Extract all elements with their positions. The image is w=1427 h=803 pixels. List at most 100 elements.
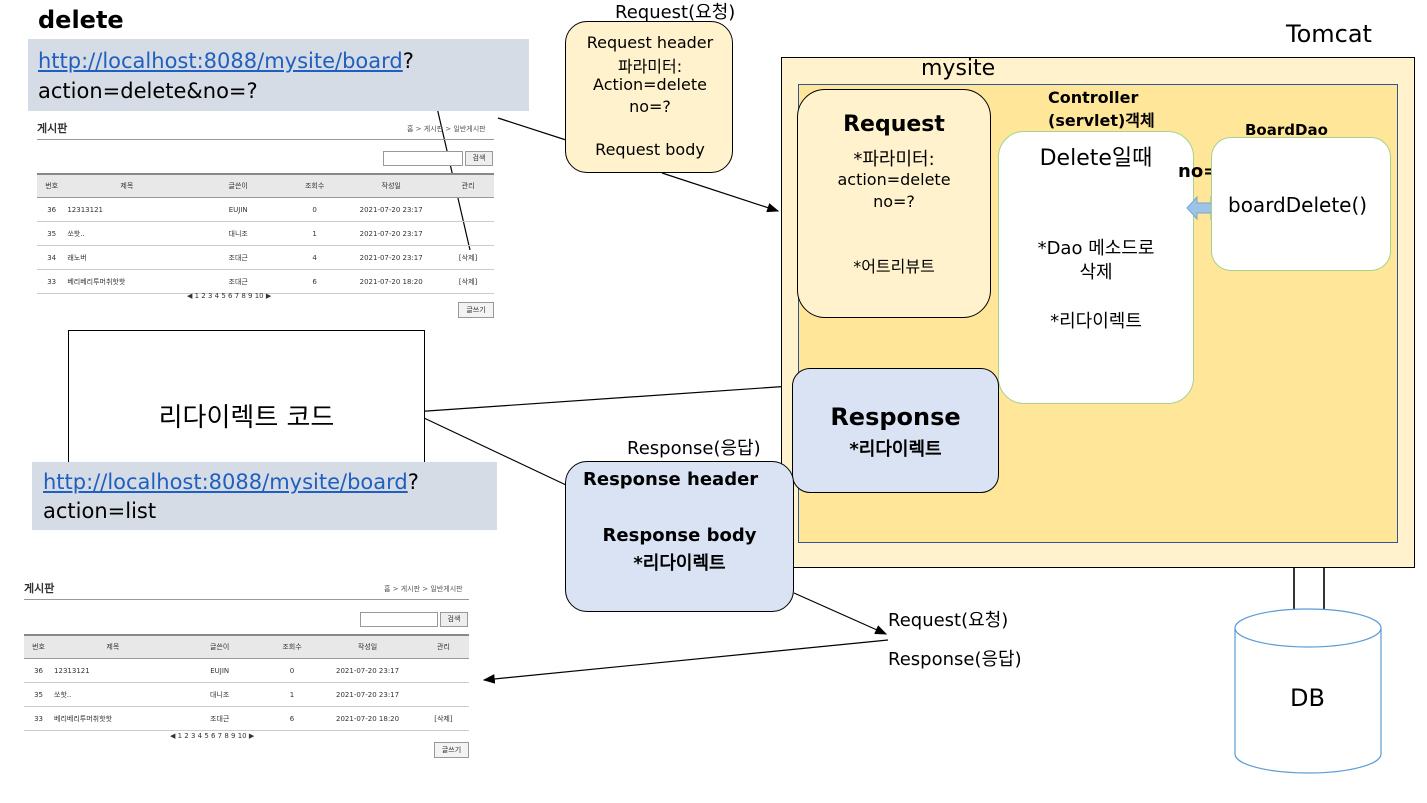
list-url-link[interactable]: http://localhost:8088/mysite/board <box>43 470 408 494</box>
board-row-delete-link <box>417 658 469 683</box>
mysite-label: mysite <box>921 56 996 81</box>
board-search-input[interactable] <box>383 151 463 166</box>
delete-url-box: http://localhost:8088/mysite/board? acti… <box>28 39 529 111</box>
board-header-cell: 조회수 <box>289 173 341 198</box>
board-header-cell: 관리 <box>442 173 494 198</box>
response-bubble-to-request-arrow <box>793 592 888 635</box>
board-row-title-link[interactable]: 12313121 <box>53 658 173 683</box>
request-object-param: *파라미터: <box>853 149 935 170</box>
board-row-cell: 33 <box>24 706 54 731</box>
board-row-cell: 2021-07-20 23:17 <box>340 221 443 246</box>
board-title: 게시판 <box>37 122 68 135</box>
board-row-delete-link[interactable]: [삭제] <box>442 269 494 294</box>
board-row-cell: 2021-07-20 23:17 <box>317 658 418 683</box>
board-row-cell: 조대근 <box>172 706 267 731</box>
request-object-no: no=? <box>873 192 915 211</box>
board-pagination[interactable]: ◀ 1 2 3 4 5 6 7 8 9 10 ▶ <box>170 732 255 740</box>
db-cylinder <box>1234 608 1382 774</box>
board-row-title-link[interactable]: 래노버 <box>66 245 188 270</box>
controller-redirect: *리다이렉트 <box>1050 311 1142 332</box>
list-url-query: action=list <box>43 499 157 523</box>
board-header-cell: 번호 <box>37 173 67 198</box>
board-row-cell: 대니조 <box>172 682 267 707</box>
response-object-box: Response *리다이렉트 <box>792 368 999 493</box>
request-bubble-no: no=? <box>629 97 671 116</box>
board-row-title-link[interactable]: 12313121 <box>66 197 188 222</box>
board-row-cell: 2021-07-20 23:17 <box>340 245 443 270</box>
board-row-cell: 1 <box>266 682 318 707</box>
response-object-title: Response <box>830 403 961 431</box>
redirect-code-box: 리다이렉트 코드 <box>68 330 425 470</box>
request-label: Request(요청) <box>888 610 1009 631</box>
board-row-delete-link[interactable]: [삭제] <box>442 245 494 270</box>
board-search-button[interactable]: 검색 <box>465 151 493 166</box>
board-row-title-link[interactable]: 쏘핫.. <box>53 682 173 707</box>
board-search-input[interactable] <box>360 612 438 627</box>
response-to-redirect-arrow <box>396 385 792 418</box>
board-row-cell: 35 <box>24 682 54 707</box>
response-to-board-arrow <box>482 639 889 684</box>
dao-title: BoardDao <box>1245 121 1328 139</box>
board-row-delete-link[interactable]: [삭제] <box>417 706 469 731</box>
delete-url-link[interactable]: http://localhost:8088/mysite/board <box>38 49 403 73</box>
board-header-cell: 번호 <box>24 634 54 659</box>
request-bubble: Request header 파라미터: Action=delete no=? … <box>565 21 733 173</box>
board-breadcrumb: 홈 > 게시판 > 일반게시판 <box>384 585 463 593</box>
board-row-cell: 0 <box>289 197 341 222</box>
request-bubble-body: Request body <box>595 140 705 159</box>
board-header-cell: 작성일 <box>317 634 418 659</box>
board-row-title-link[interactable]: 베리베리투머취핫핫 <box>66 269 188 294</box>
board-row-cell: 2021-07-20 18:20 <box>317 706 418 731</box>
board-row-cell: 36 <box>24 658 54 683</box>
board-row-cell: 2021-07-20 23:17 <box>340 197 443 222</box>
response-bubble-header: Response header <box>583 469 759 490</box>
board-header-cell: 글쓴이 <box>172 634 267 659</box>
board-row-cell: 대니조 <box>187 221 289 246</box>
board-row-cell: 1 <box>289 221 341 246</box>
board-title-divider <box>37 139 494 140</box>
board-row-cell: 4 <box>289 245 341 270</box>
board-breadcrumb: 홈 > 게시판 > 일반게시판 <box>407 125 486 133</box>
controller-dao-line2: 삭제 <box>1079 262 1113 283</box>
board-search-button[interactable]: 검색 <box>440 612 468 627</box>
response-object-redirect: *리다이렉트 <box>849 439 942 460</box>
controller-title: Controller <box>1048 88 1139 107</box>
board-write-button[interactable]: 글쓰기 <box>458 302 494 318</box>
board-row-title-link[interactable]: 베리베리투머취핫핫 <box>53 706 173 731</box>
board-row-delete-link <box>442 221 494 246</box>
list-url-qmark: ? <box>407 470 419 494</box>
controller-when-delete: Delete일때 <box>1039 146 1153 171</box>
board-title: 게시판 <box>24 582 55 595</box>
board-row-cell: 6 <box>289 269 341 294</box>
delete-url-qmark: ? <box>402 49 414 73</box>
board-header-cell: 조회수 <box>266 634 318 659</box>
delete-heading: delete <box>38 6 124 34</box>
request-object-title: Request <box>843 112 945 137</box>
response-label: Response(응답) <box>888 649 1022 670</box>
board-row-cell: 조대근 <box>187 245 289 270</box>
board-header-cell: 제목 <box>53 634 173 659</box>
board-row-delete-link <box>442 197 494 222</box>
board-header-cell: 작성일 <box>340 173 443 198</box>
board-row-title-link[interactable]: 쏘핫.. <box>66 221 188 246</box>
response-bubble: Response header Response body *리다이렉트 <box>565 461 794 612</box>
response-bubble-body: Response body <box>602 525 757 546</box>
dao-box: boardDelete() <box>1211 137 1391 271</box>
board-row-cell: 34 <box>37 245 67 270</box>
request-bubble-header: Request header <box>586 33 714 52</box>
board-write-button[interactable]: 글쓰기 <box>434 742 469 758</box>
dao-method: boardDelete() <box>1228 193 1368 217</box>
board-title-divider <box>24 599 469 600</box>
request-bubble-params: 파라미터: <box>617 57 683 76</box>
board-pagination[interactable]: ◀ 1 2 3 4 5 6 7 8 9 10 ▶ <box>187 292 272 300</box>
